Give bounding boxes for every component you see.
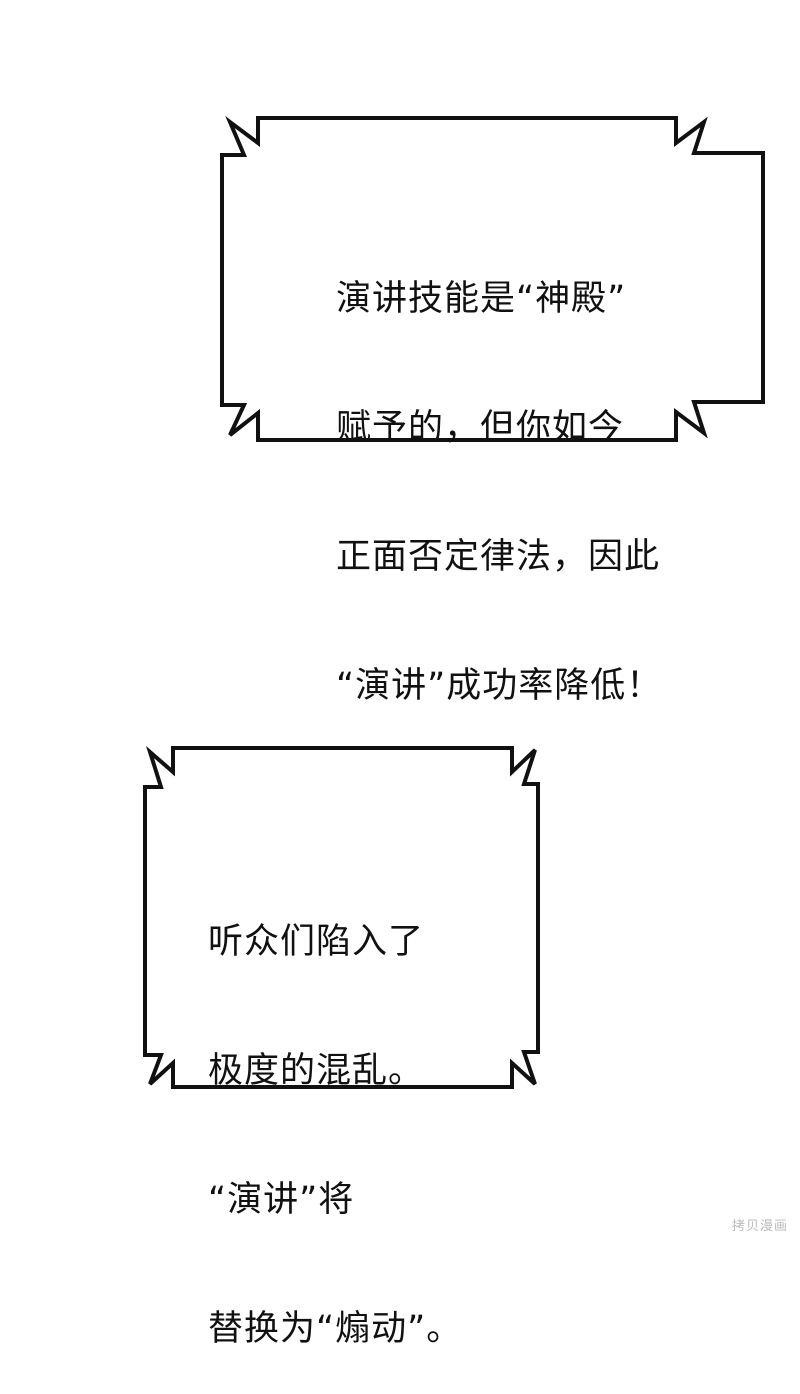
watermark: 拷贝漫画 [731,1219,788,1234]
caption-line: “演讲”成功率降低！ [336,666,663,706]
caption-line: 替换为“煽动”。 [208,1309,463,1349]
caption-line: 演讲技能是“神殿” [336,279,627,319]
caption-text-2: 听众们陷入了 极度的混乱。 “演讲”将 替换为“煽动”。 [208,835,462,1394]
caption-line: 极度的混乱。 [208,1051,425,1091]
caption-line: 正面否定律法，因此 [336,537,661,577]
caption-line: 赋予的，但你如今 [336,408,625,448]
caption-line: 听众们陷入了 [208,922,425,962]
caption-box-2-border [143,745,540,1089]
caption-line: “演讲”将 [208,1180,355,1220]
caption-text-1: 演讲技能是“神殿” 赋予的，但你如今 正面否定律法，因此 “演讲”成功率降低！ [336,192,662,751]
caption-box-1-border [220,115,765,442]
caption-box-frames [143,115,765,1089]
